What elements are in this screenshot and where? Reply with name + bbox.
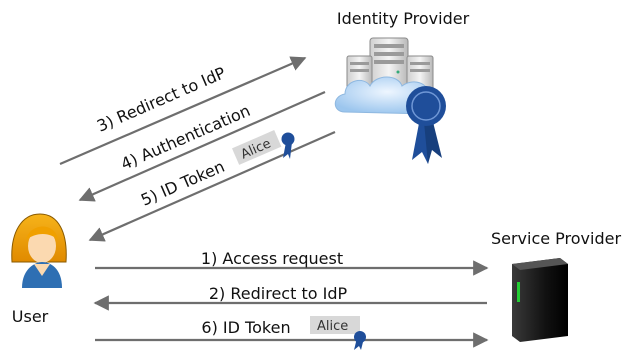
arrow-step4 bbox=[78, 90, 326, 202]
certificate-seal-icon bbox=[406, 86, 446, 164]
service-provider-label: Service Provider bbox=[491, 229, 622, 248]
token-owner-lower: Alice bbox=[317, 319, 348, 334]
identity-provider-label: Identity Provider bbox=[337, 9, 470, 28]
ribbon-seal-icon bbox=[354, 331, 366, 350]
step5-label: 5) ID Token bbox=[138, 157, 227, 210]
user-avatar-icon bbox=[11, 213, 67, 288]
id-token-tag-lower: Alice bbox=[310, 316, 360, 334]
step6-label: 6) ID Token bbox=[201, 318, 290, 337]
arrow-step3 bbox=[59, 56, 307, 166]
arrow-step5 bbox=[88, 130, 336, 242]
token-owner-upper: Alice bbox=[239, 136, 274, 162]
step2-label: 2) Redirect to IdP bbox=[209, 284, 348, 303]
step1-label: 1) Access request bbox=[201, 249, 343, 268]
ribbon-seal-icon bbox=[281, 132, 295, 159]
user-label: User bbox=[12, 307, 49, 326]
server-tower-icon bbox=[512, 258, 568, 342]
